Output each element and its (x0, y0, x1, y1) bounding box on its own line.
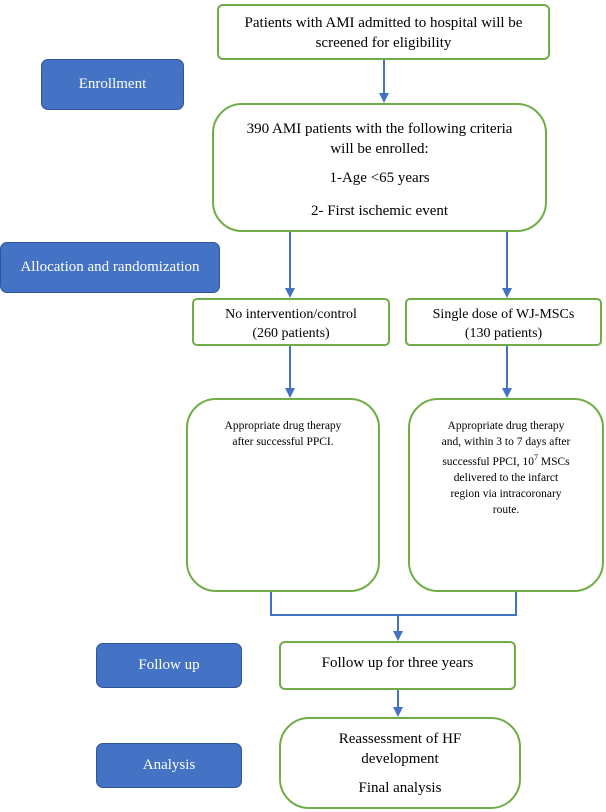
stage-follow-up: Follow up (96, 643, 242, 688)
stage-allocation: Allocation and randomization (0, 242, 220, 293)
screening-line-1: Patients with AMI admitted to hospital w… (244, 15, 523, 31)
control-therapy-line-2: after successful PPCI. (232, 436, 334, 448)
enrolled-box: 390 AMI patients with the following crit… (212, 103, 547, 232)
enrolled-line-1: 390 AMI patients with the following crit… (246, 121, 513, 137)
stage-allocation-label: Allocation and randomization (20, 259, 200, 275)
merge-bracket (270, 592, 517, 616)
treatment-group-box: Single dose of WJ-MSCs (130 patients) (405, 298, 602, 346)
control-line-2: (260 patients) (252, 326, 330, 341)
analysis-line-1: Reassessment of HF (338, 731, 462, 747)
screening-box: Patients with AMI admitted to hospital w… (217, 4, 550, 60)
enrolled-line-2: will be enrolled: (330, 141, 429, 157)
screening-line-2: screened for eligibility (315, 35, 452, 51)
control-therapy-box: Appropriate drug therapy after successfu… (186, 398, 380, 592)
control-line-1: No intervention/control (225, 307, 357, 322)
analysis-line-2: development (361, 751, 439, 767)
treatment-therapy-exponent: 7 (534, 453, 539, 462)
treatment-line-2: (130 patients) (464, 326, 543, 341)
treatment-line-1: Single dose of WJ-MSCs (432, 307, 575, 322)
analysis-line-3: Final analysis (358, 780, 442, 796)
treatment-therapy-line-4: delivered to the infarct (453, 471, 559, 484)
treatment-therapy-line-3-post: MSCs (538, 455, 570, 468)
stage-analysis: Analysis (96, 743, 242, 788)
treatment-therapy-line-5: region via intracoronary (450, 487, 562, 500)
control-therapy-line-1: Appropriate drug therapy (224, 420, 342, 432)
treatment-therapy-box: Appropriate drug therapy and, within 3 t… (408, 398, 604, 592)
treatment-therapy-line-6: route. (492, 503, 520, 516)
follow-up-box: Follow up for three years (279, 641, 516, 690)
control-group-box: No intervention/control (260 patients) (192, 298, 390, 346)
stage-enrollment-label: Enrollment (78, 76, 147, 92)
treatment-therapy-line-2: and, within 3 to 7 days after (441, 436, 571, 448)
stage-analysis-label: Analysis (142, 757, 196, 773)
stage-follow-up-label: Follow up (138, 657, 200, 673)
follow-up-text: Follow up for three years (321, 655, 474, 671)
criterion-age: 1-Age <65 years (329, 170, 430, 186)
analysis-box: Reassessment of HF development Final ana… (279, 717, 521, 809)
treatment-therapy-line-3-pre: successful PPCI, 10 (442, 455, 535, 468)
treatment-therapy-line-1: Appropriate drug therapy (447, 420, 565, 432)
treatment-therapy-line-3: successful PPCI, 107 MSCs (410, 450, 602, 470)
criterion-first-event: 2- First ischemic event (310, 203, 449, 219)
stage-enrollment: Enrollment (41, 59, 184, 110)
